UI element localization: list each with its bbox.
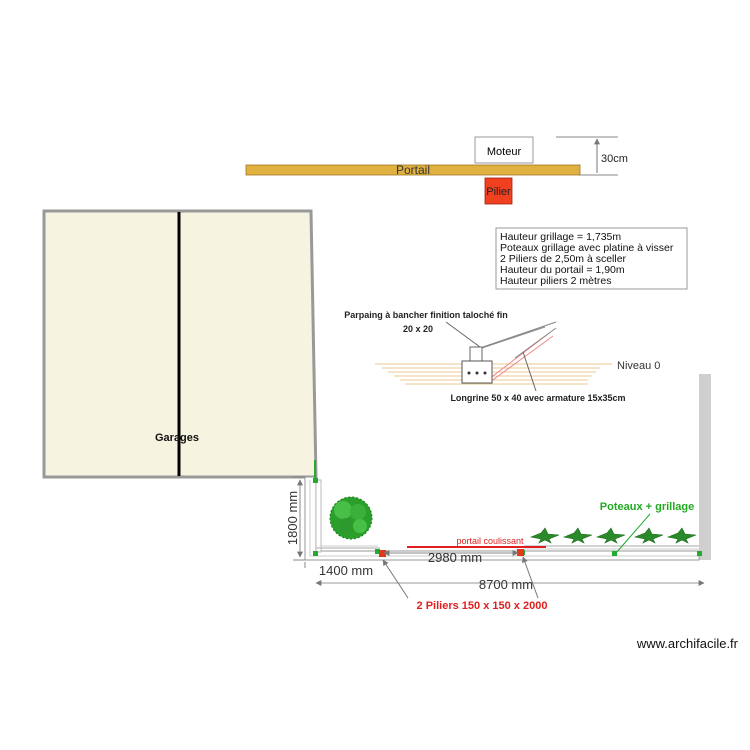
plant-hedge-row	[529, 527, 697, 544]
parpaing-pointer	[445, 321, 481, 348]
note-0: Hauteur grillage = 1,735m	[500, 231, 621, 243]
dim-1400-label: 1400 mm	[319, 563, 373, 578]
dim-2980-label: 2980 mm	[428, 550, 482, 565]
parpaing-block	[469, 346, 483, 362]
note-2: 2 Piliers de 2,50m à sceller	[500, 253, 627, 265]
right-wall	[699, 374, 711, 560]
note-4: Hauteur piliers 2 mètres	[500, 275, 611, 287]
dim-8700-label: 8700 mm	[479, 577, 533, 592]
garages-label: Garages	[155, 432, 199, 444]
pilier-right	[517, 549, 524, 556]
piliers-pointer-left	[382, 559, 409, 599]
poteaux-pointer	[615, 513, 651, 554]
longrine-label: Longrine 50 x 40 avec armature 15x35cm	[450, 393, 625, 403]
portail-coulissant-label: portail coulissant	[456, 536, 524, 546]
niveau0-label: Niveau 0	[617, 360, 660, 372]
piliers-pointer-right	[522, 556, 539, 599]
portail-label: Portail	[396, 163, 430, 177]
website-credit: www.archifacile.fr	[636, 636, 738, 651]
pilier-label: Pilier	[486, 186, 511, 198]
moteur-box	[474, 136, 534, 164]
dim-30cm-label: 30cm	[601, 153, 628, 165]
parpaing-label-2: 20 x 20	[403, 324, 433, 334]
pilier-left	[379, 550, 386, 557]
poteaux-grillage-label: Poteaux + grillage	[600, 501, 694, 513]
notes-box	[495, 227, 688, 290]
longrine-pointer	[522, 351, 537, 392]
section-hatching	[375, 363, 612, 385]
portail-bar	[245, 164, 581, 176]
note-3: Hauteur du portail = 1,90m	[500, 264, 625, 276]
bush	[329, 496, 373, 540]
moteur-label: Moteur	[487, 146, 522, 158]
pilier-box	[484, 177, 513, 205]
inner-wall	[315, 479, 322, 553]
parpaing-label-1: Parpaing à bancher finition taloché fin	[344, 310, 508, 320]
piliers-note: 2 Piliers 150 x 150 x 2000	[417, 600, 548, 612]
dim-1800-label: 1800 mm	[285, 491, 300, 545]
note-1: Poteaux grillage avec platine à visser	[500, 242, 674, 254]
